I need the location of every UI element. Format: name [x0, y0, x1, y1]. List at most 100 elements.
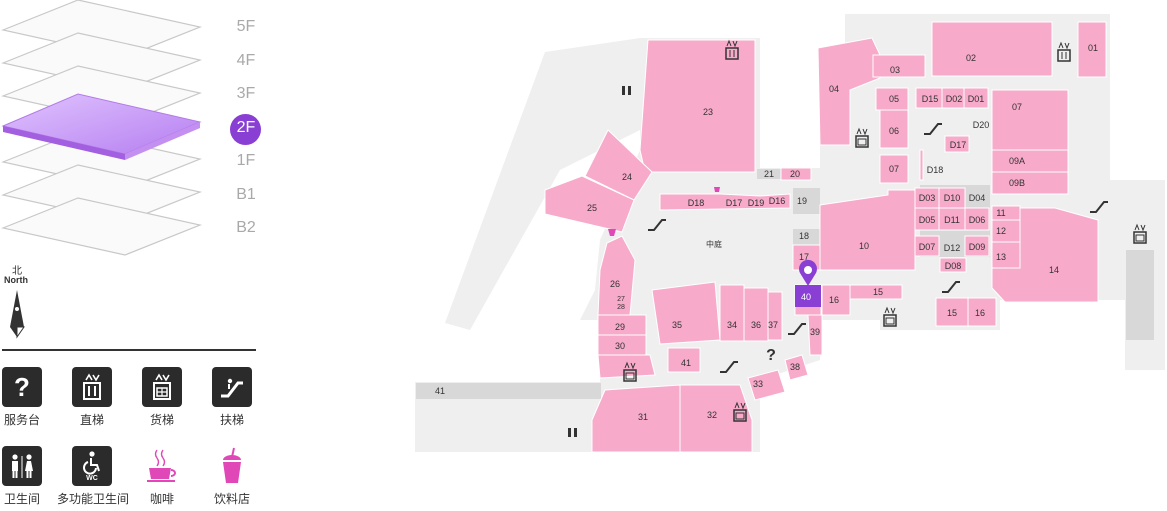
legend-item-escalator: 扶梯: [197, 367, 267, 428]
label-31: 30: [615, 341, 625, 351]
shop-03: [872, 54, 926, 78]
map-coffee-icon: [714, 187, 720, 192]
legend-label: 货梯: [149, 413, 174, 427]
floor-plate-b2[interactable]: [0, 197, 203, 256]
label-09a: 09A: [1009, 156, 1025, 166]
label-01: 01: [1088, 43, 1098, 53]
floor-selector: 5F 4F 3F 2F 1F B1 B2: [0, 0, 270, 260]
label-39: 38: [790, 362, 800, 372]
label-07: 07: [1012, 102, 1022, 112]
shop-16: [935, 297, 969, 327]
label-17: 15: [873, 287, 883, 297]
shop-32: [591, 384, 681, 453]
label-29: 28: [617, 304, 625, 311]
map-freight-elevator-icon: [733, 401, 747, 422]
shop-labels: 23 24 25 26 27 28 29 30 31 32 33 35 34 3…: [435, 43, 1098, 422]
legend-label: 服务台: [3, 413, 40, 427]
kiosk-row: [659, 193, 791, 211]
label-D04: D04: [969, 193, 986, 203]
label-D06: D06: [969, 215, 986, 225]
label-21: 19: [797, 196, 807, 206]
map-facility-icons[interactable]: ?: [568, 39, 1147, 437]
wc-badge: WC: [86, 475, 98, 482]
shop-D01: [963, 87, 989, 109]
legend-label: 直梯: [79, 413, 104, 427]
legend-label: 饮料店: [213, 492, 250, 506]
map-freight-elevator-icon: [623, 361, 637, 382]
legend-item-freight-elevator: 货梯: [127, 367, 197, 428]
shop-15: [967, 297, 997, 327]
map-freight-elevator-icon: [883, 306, 897, 327]
shop-38: [767, 291, 783, 341]
label-35: 35: [672, 320, 682, 330]
floor-stack-graphic: [0, 0, 203, 256]
label-D09: D09: [969, 242, 986, 252]
label-11: 11: [996, 208, 1005, 218]
shop-D09: [964, 235, 990, 257]
floor-b1[interactable]: B1: [236, 186, 256, 203]
floor-plan-svg[interactable]: 23 24 25 26 27 28 29 30 31 32 33 35 34 3…: [410, 0, 1167, 506]
shop-34: [747, 369, 786, 401]
shop-02: [931, 21, 1053, 77]
legend-item-drink: 饮料店: [197, 446, 267, 507]
label-15: 16: [975, 308, 985, 318]
shop-24: [639, 39, 756, 173]
label-41: 40: [801, 292, 811, 302]
floor-4f[interactable]: 4F: [236, 52, 256, 69]
floor-2f[interactable]: 2F: [236, 119, 256, 136]
floor-b2[interactable]: B2: [236, 219, 256, 236]
shop-31b: [597, 354, 656, 379]
shop-08: [879, 154, 909, 184]
floor-map[interactable]: 23 24 25 26 27 28 29 30 31 32 33 35 34 3…: [410, 0, 1167, 506]
shop-26: [544, 175, 635, 233]
floor-3f[interactable]: 3F: [236, 85, 256, 102]
label-10: 10: [859, 241, 869, 251]
label-D05: D05: [919, 215, 936, 225]
legend-label: 多功能卫生间: [57, 492, 130, 506]
restroom-icon: [2, 446, 42, 486]
shop-14: [991, 207, 1099, 303]
label-28: 27: [617, 296, 625, 303]
label-02: 02: [966, 53, 976, 63]
label-D12: D12: [944, 243, 961, 253]
legend-label: 卫生间: [3, 492, 40, 506]
shop-17: [849, 284, 903, 300]
shop-units[interactable]: [544, 21, 1107, 453]
map-freight-elevator-icon: [1133, 223, 1147, 244]
escalator-icon: [212, 367, 252, 407]
floor-1f[interactable]: 1F: [236, 152, 256, 169]
north-arrow-icon: [10, 290, 25, 339]
floor-5f[interactable]: 5F: [236, 18, 256, 35]
label-33: 32: [707, 410, 717, 420]
shop-22: [780, 167, 812, 181]
label-42-shop: 41: [681, 358, 691, 368]
label-06: 06: [889, 126, 899, 136]
map-help-icon: ?: [766, 347, 776, 364]
drink-icon: [212, 446, 252, 486]
label-19: 17: [799, 252, 809, 262]
shop-D06: [964, 207, 990, 231]
compass-label-cn: 北: [12, 266, 22, 277]
label-13: 13: [996, 252, 1006, 262]
legend-item-restroom: 卫生间: [0, 446, 57, 507]
map-elevator-icon: [1057, 41, 1071, 62]
label-30: 29: [615, 322, 625, 332]
legend-label: 扶梯: [219, 413, 244, 427]
shop-42: [667, 347, 701, 373]
shop-39: [784, 354, 809, 381]
floor-plate-2f-active[interactable]: [1, 93, 202, 160]
shop-01: [1077, 21, 1107, 78]
label-38: 37: [768, 320, 778, 330]
label-D20: D20: [973, 120, 990, 130]
highlighted-shop-41[interactable]: [795, 259, 821, 307]
shop-36: [719, 284, 745, 342]
label-D18: D18: [927, 165, 944, 175]
map-elevator-icon: [725, 39, 739, 60]
legend-divider: [2, 349, 256, 351]
label-D08: D08: [945, 261, 962, 271]
label-27: 26: [610, 279, 620, 289]
compass: 北 North: [4, 262, 32, 342]
map-restroom-icon: [568, 86, 631, 437]
label-D10: D10: [944, 193, 961, 203]
shop-37: [743, 287, 769, 342]
